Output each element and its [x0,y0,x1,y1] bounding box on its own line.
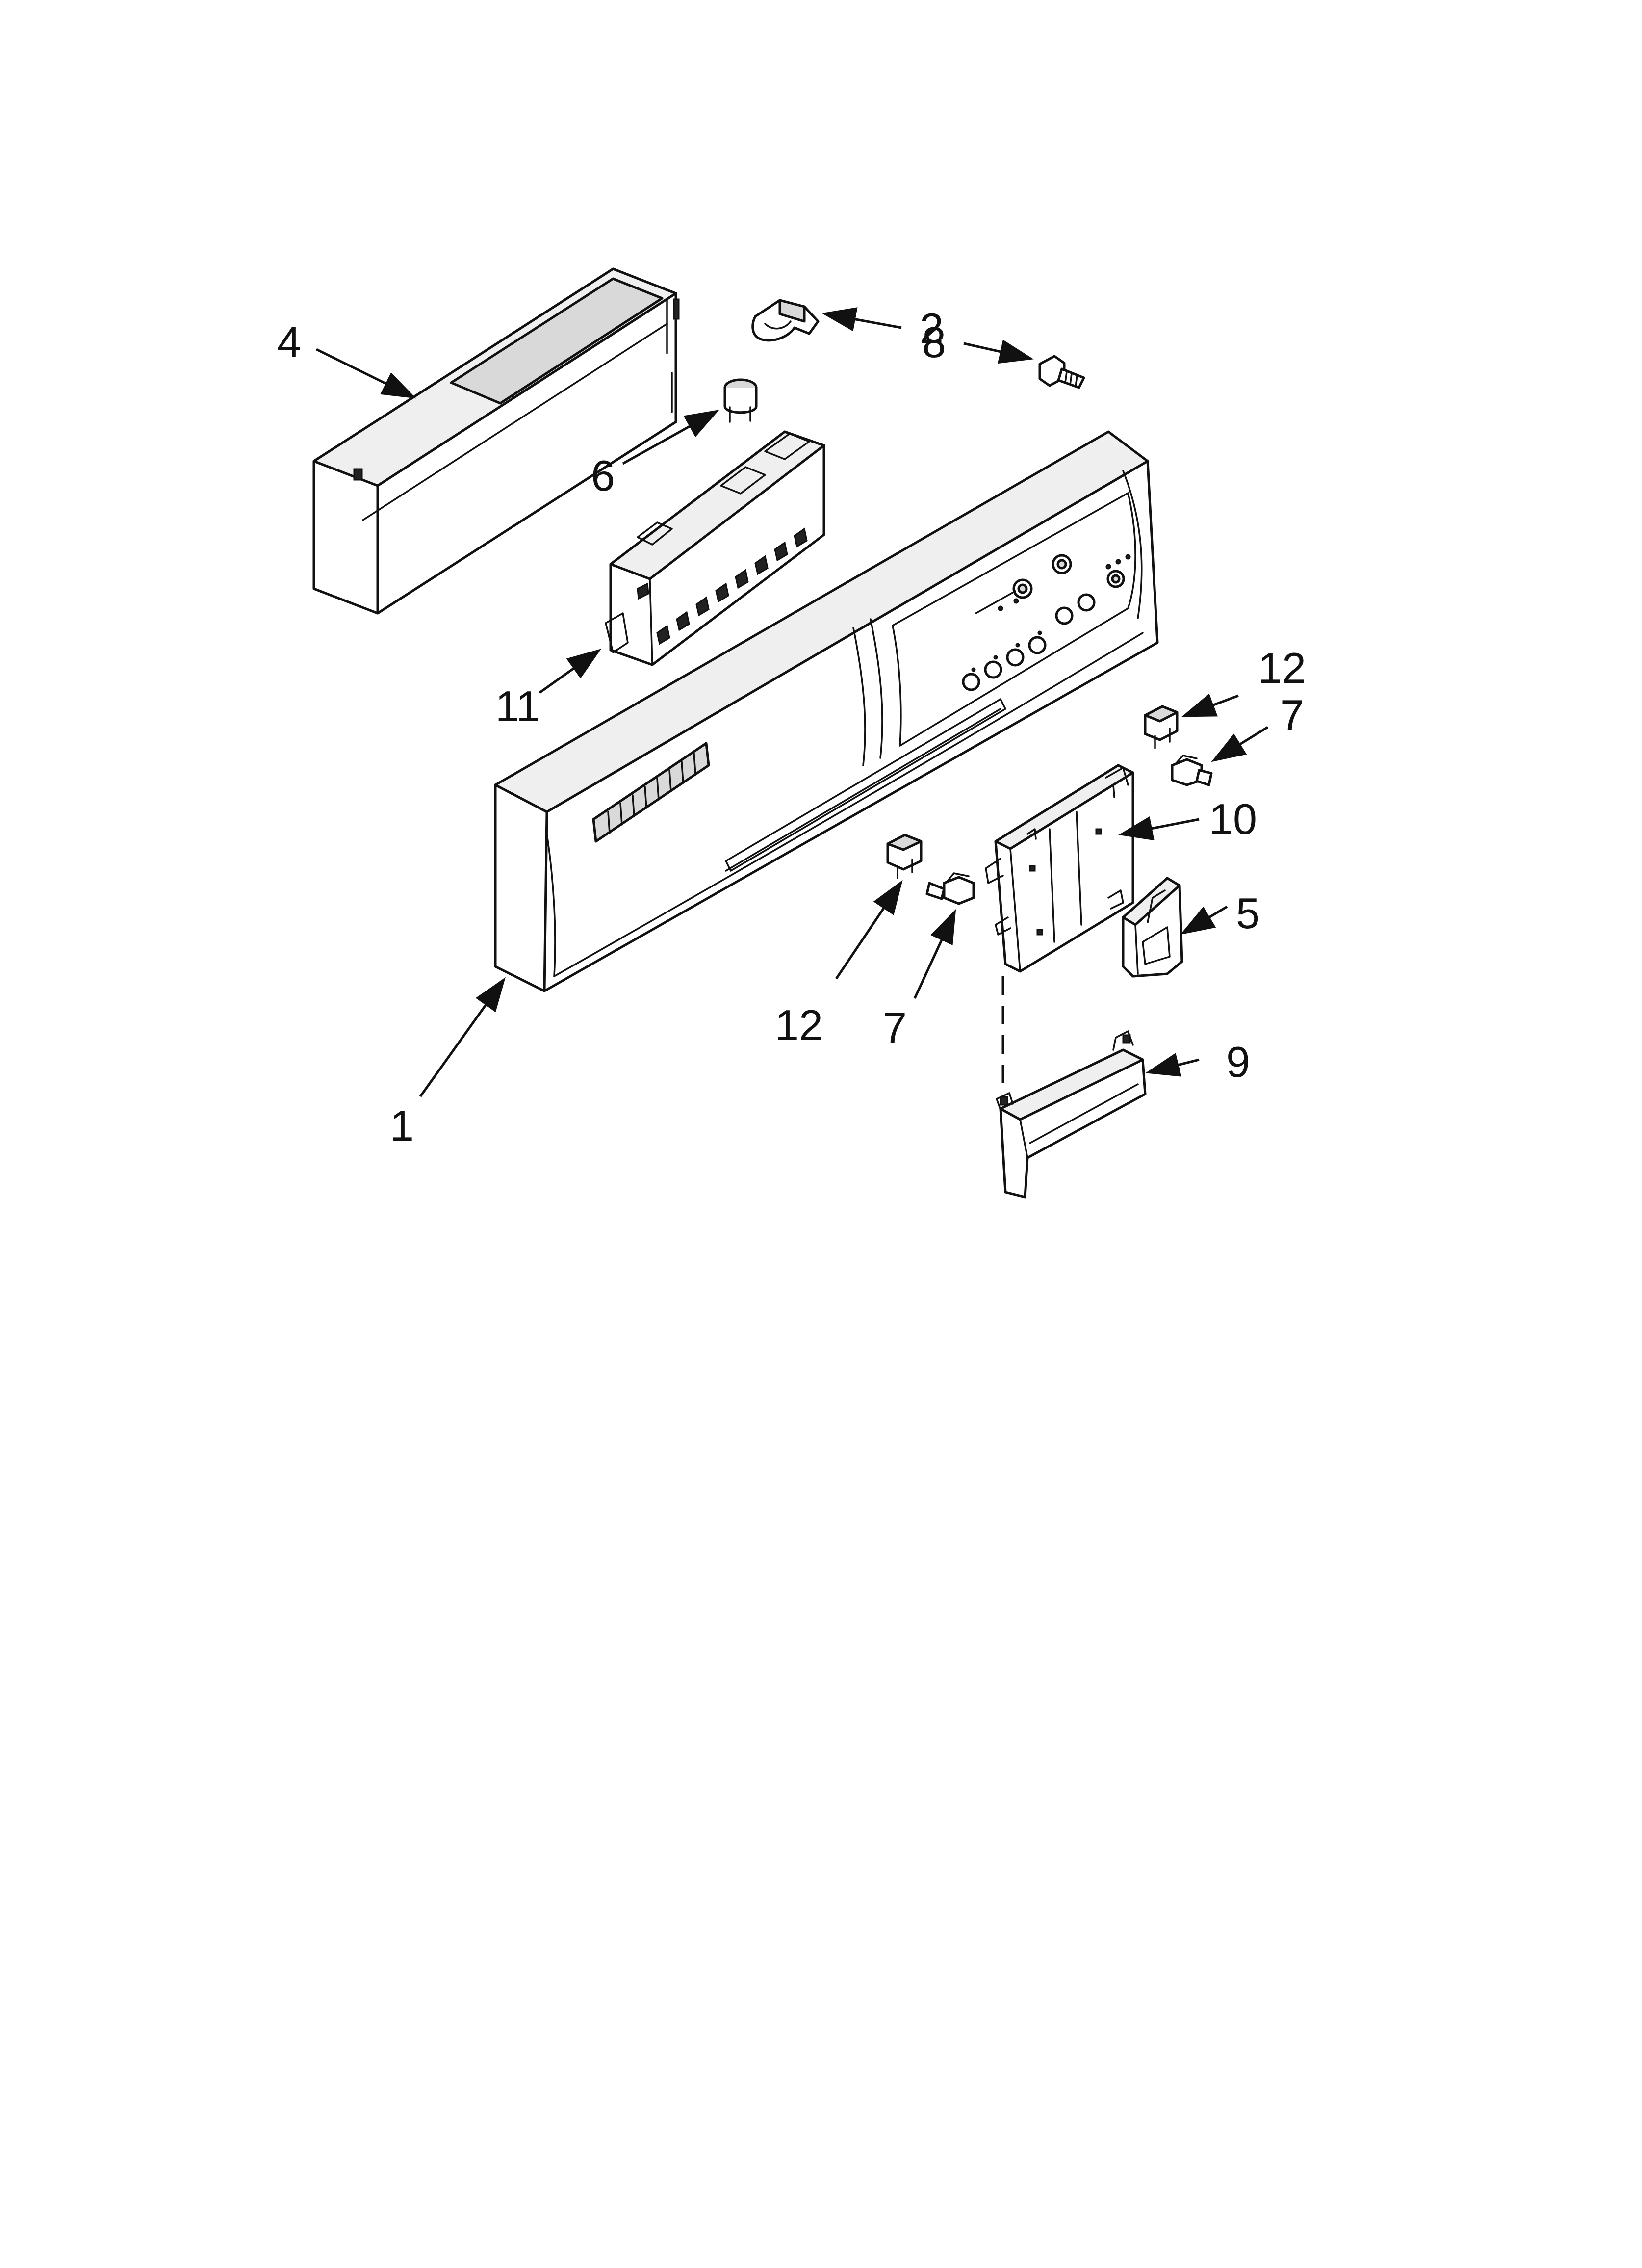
callout-labels: 4 2 8 6 11 1 12 7 10 5 12 7 9 [277,304,1306,1150]
callout-12-left: 12 [775,1001,823,1049]
callout-12-right: 12 [1258,644,1306,692]
callout-7-left: 7 [883,1003,907,1052]
part-10-bracket [985,764,1134,973]
callout-5: 5 [1236,889,1260,938]
callout-9: 9 [1226,1038,1250,1086]
callout-8: 8 [922,318,946,366]
leader-lines [315,307,1269,1097]
part-7-screw-right [1171,755,1213,786]
part-12-clip-left [886,834,923,879]
callout-10: 10 [1209,795,1257,843]
callout-4: 4 [277,318,301,366]
callout-7-right: 7 [1280,691,1304,739]
part-2-clip [751,299,820,342]
part-5-clip [1122,877,1183,978]
part-1-console-panel [494,430,1159,992]
part-8-screw [1038,355,1085,389]
part-12-clip-right [1144,705,1179,749]
control-buttons [962,554,1131,691]
part-4-console-shield [312,267,680,615]
part-9-bracket [996,1030,1147,1199]
part-11-control-board [605,430,825,666]
callout-1: 1 [390,1101,414,1150]
callout-6: 6 [591,451,615,500]
part-7-screw-left [925,872,975,905]
callout-11: 11 [495,682,540,730]
part-6-button [723,378,758,423]
callout-2: 2 [920,304,944,353]
